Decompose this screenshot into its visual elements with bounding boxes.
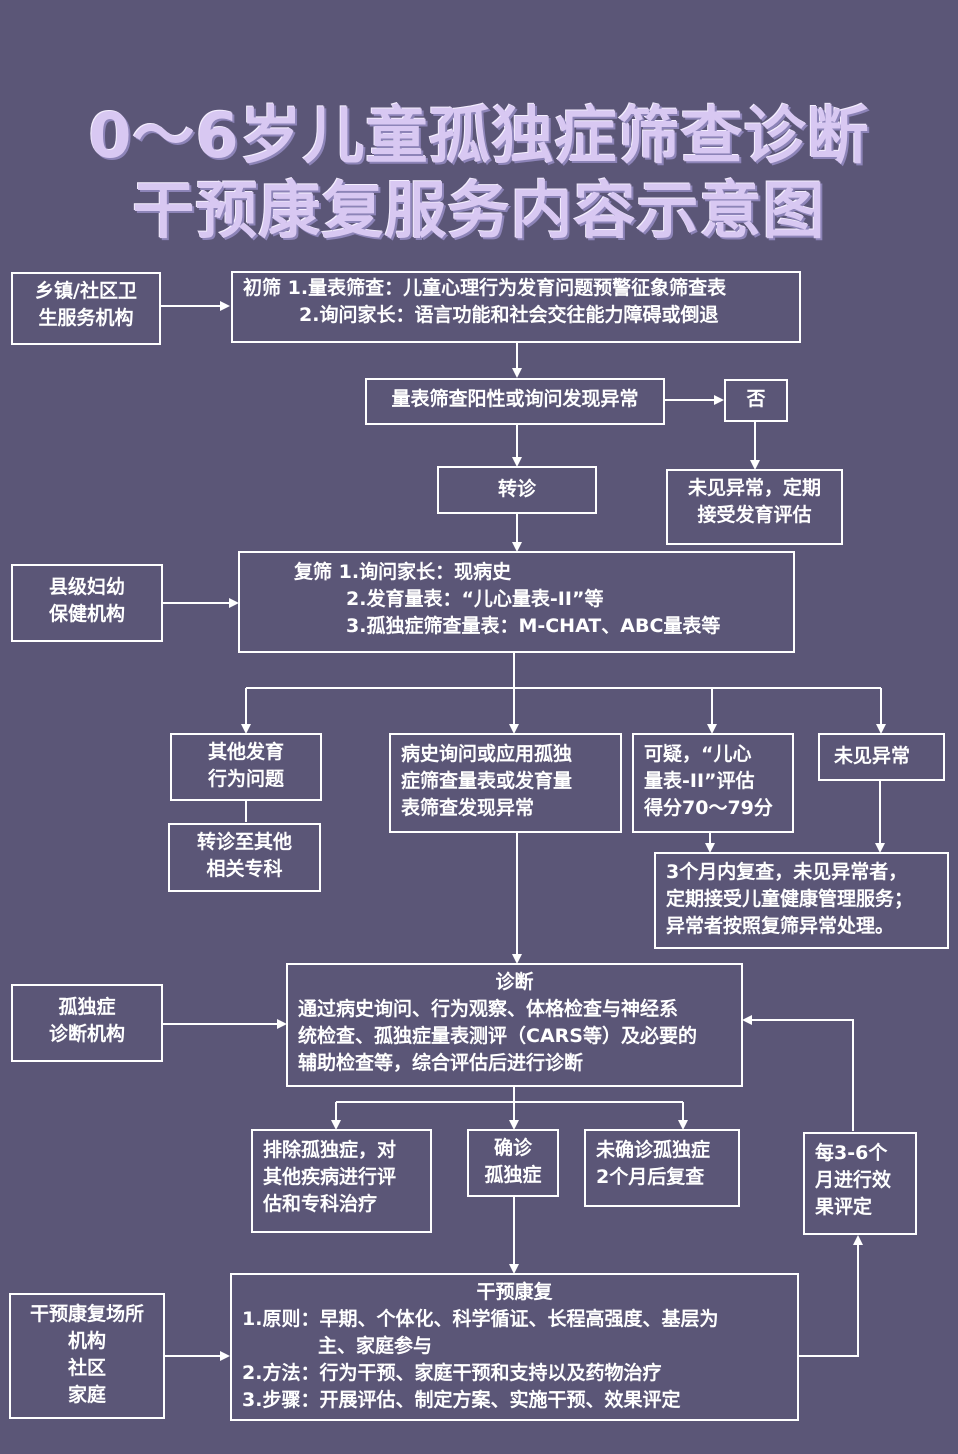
other-problems-box: 其他发育 行为问题 — [170, 733, 322, 801]
confirmed-autism-box: 确诊 孤独症 — [467, 1129, 559, 1197]
rehab-sites: 干预康复场所 机构 社区 家庭 — [9, 1293, 165, 1419]
abnormal-found-box: 病史询问或应用孤独 症筛查量表或发育量 表筛查发现异常 — [389, 733, 622, 833]
autism-diagnosis-institution: 孤独症 诊断机构 — [11, 984, 163, 1062]
rescreening-label: 复筛 — [294, 561, 333, 583]
no-box: 否 — [724, 379, 788, 422]
no-abnormal-regular-box: 未见异常，定期 接受发育评估 — [666, 469, 843, 545]
rescreening-box: 复筛 1.询问家长：现病史 2.发育量表：“儿心量表-II”等 3.孤独症筛查量… — [238, 551, 795, 653]
recheck-3-months-box: 3个月内复查，未见异常者， 定期接受儿童健康管理服务； 异常者按照复筛异常处理。 — [654, 852, 949, 949]
effect-evaluation-box: 每3-6个 月进行效 果评定 — [803, 1132, 917, 1235]
refer-other-specialty-box: 转诊至其他 相关专科 — [168, 823, 321, 892]
diagnosis-label: 诊断 — [495, 971, 534, 993]
unconfirmed-autism-box: 未确诊孤独症 2个月后复查 — [584, 1129, 740, 1207]
initial-screening-box: 初筛 1.量表筛查：儿童心理行为发育问题预警征象筛查表 2.询问家长：语言功能和… — [231, 271, 801, 343]
suspicious-box: 可疑，“儿心 量表-II”评估 得分70～79分 — [632, 733, 794, 833]
county-maternal-child-institution: 县级妇幼 保健机构 — [11, 564, 163, 642]
township-health-institution: 乡镇/社区卫 生服务机构 — [11, 272, 161, 345]
referral-box: 转诊 — [437, 466, 597, 514]
title-line-1: 0～6岁儿童孤独症筛查诊断 — [88, 99, 870, 172]
no-abnormal-box: 未见异常 — [818, 733, 945, 781]
screening-positive-decision: 量表筛查阳性或询问发现异常 — [365, 378, 665, 425]
diagnosis-box: 诊断 通过病史询问、行为观察、体格检查与神经系 统检查、孤独症量表测评（CARS… — [286, 963, 743, 1087]
excluded-autism-box: 排除孤独症，对 其他疾病进行评 估和专科治疗 — [251, 1129, 432, 1233]
intervention-label: 干预康复 — [476, 1281, 553, 1303]
initial-screening-label: 初筛 — [243, 277, 282, 299]
intervention-rehab-box: 干预康复 1.原则：早期、个体化、科学循证、长程高强度、基层为 主、家庭参与 2… — [230, 1273, 799, 1421]
title-line-2: 干预康复服务内容示意图 — [132, 174, 826, 247]
